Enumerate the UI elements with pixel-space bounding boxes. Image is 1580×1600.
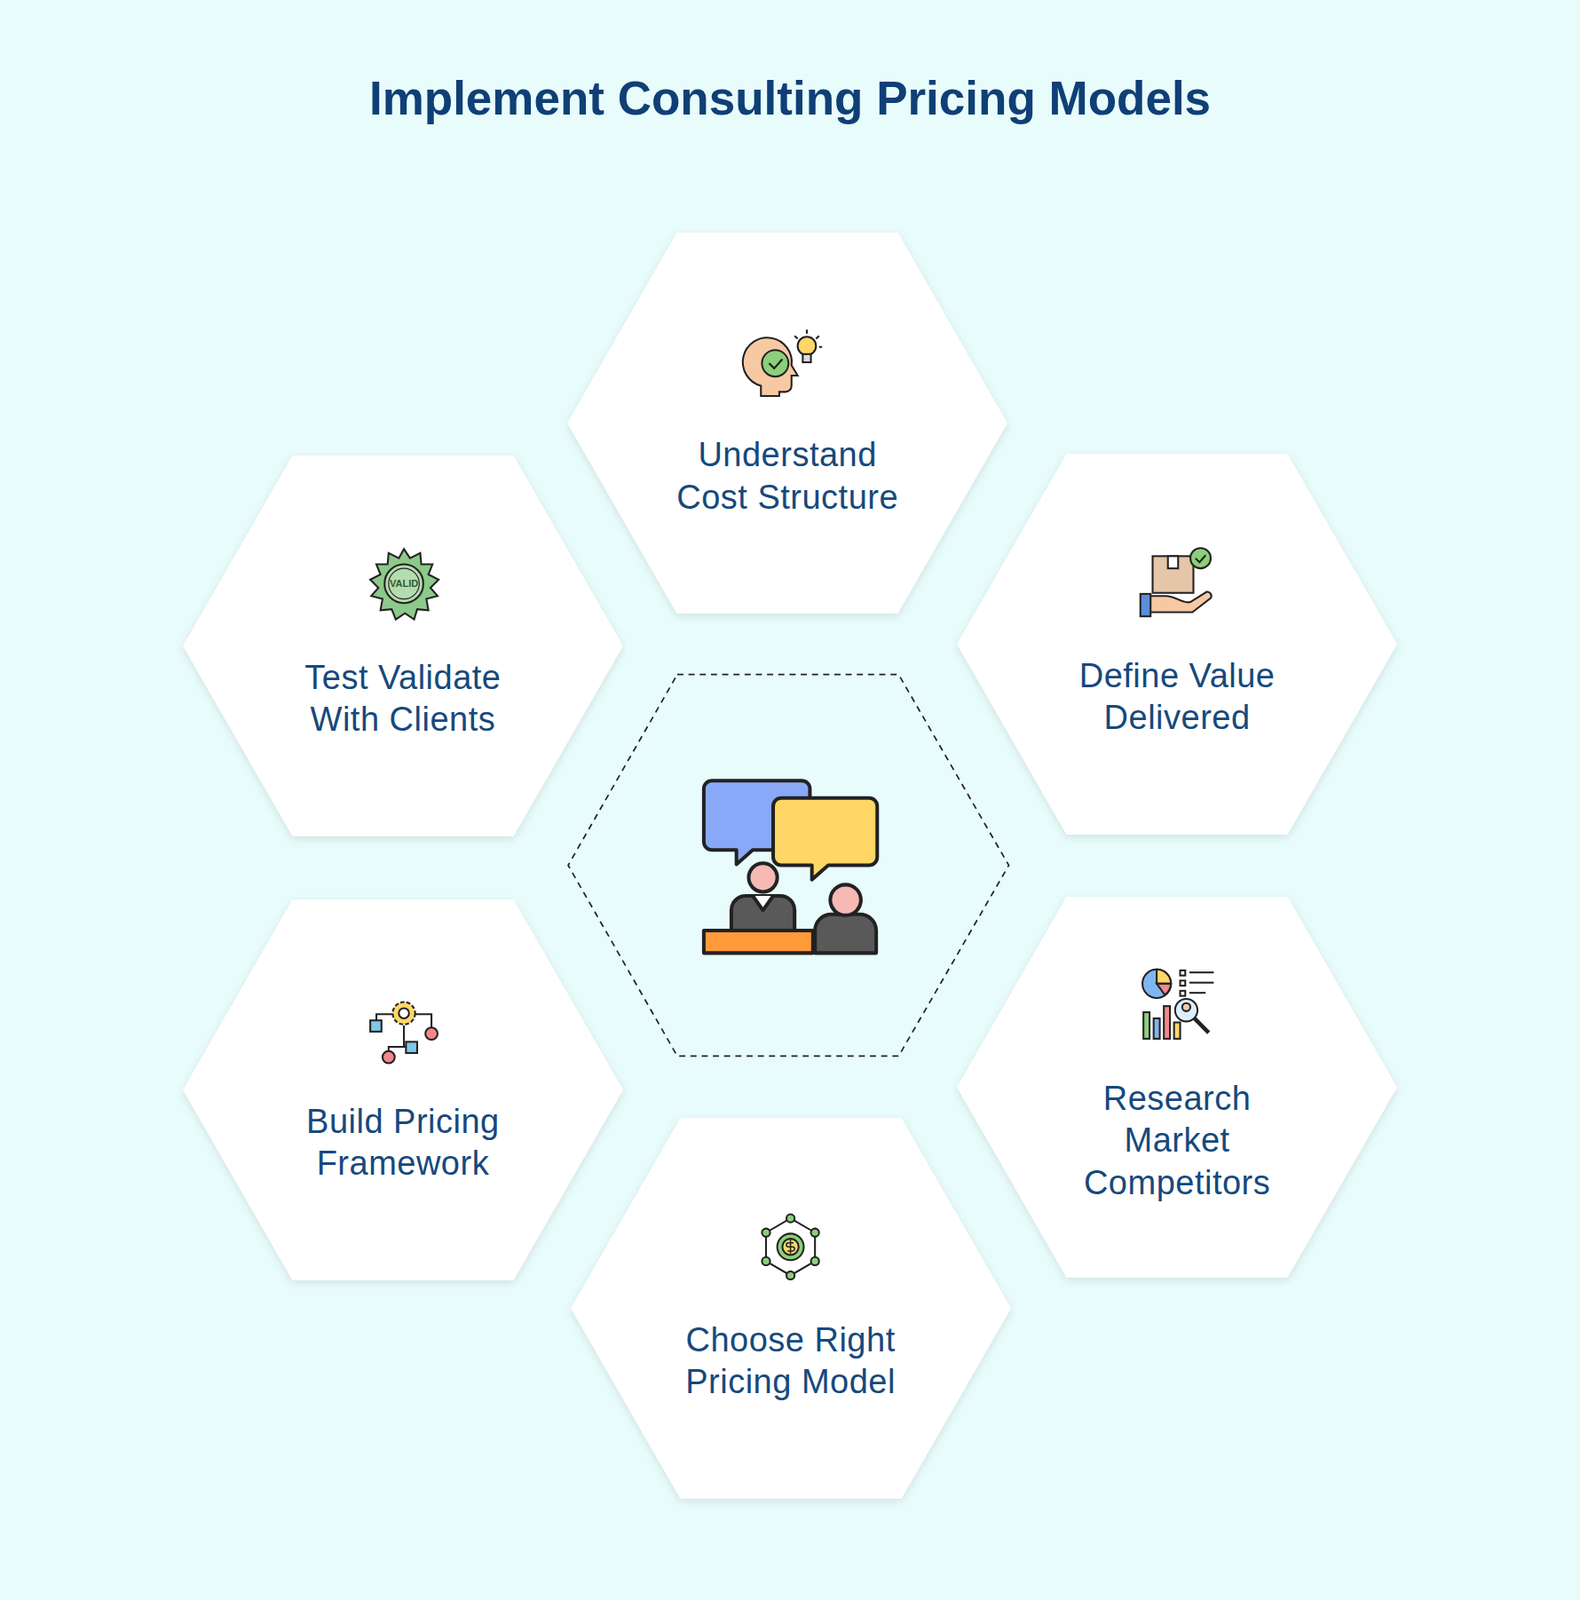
step-label: Define Value Delivered [1055, 655, 1300, 740]
pricing-network-icon [761, 1214, 819, 1280]
hexagon-shape [569, 1116, 1012, 1500]
delivery-icon [1140, 547, 1212, 617]
step-label: Choose Right Pricing Model [668, 1319, 913, 1404]
hexagon-step: Research Market Competitors [955, 895, 1399, 1279]
hexagon-shape [181, 454, 625, 838]
hexagon-outline [182, 455, 624, 837]
hexagon-outline [956, 896, 1398, 1278]
step-label: Build Pricing Framework [280, 1100, 525, 1185]
head-idea-icon [742, 329, 822, 396]
hexagon-step: Choose Right Pricing Model [569, 1116, 1012, 1500]
step-label: Research Market Competitors [1055, 1077, 1300, 1205]
hexagon-shape [181, 898, 625, 1281]
hexagon-outline [567, 232, 1008, 614]
hexagon-shape [566, 231, 1009, 615]
hexagon-outline [956, 453, 1398, 835]
hexagon-step: Build Pricing Framework [181, 898, 625, 1281]
badge-text: VALID [389, 577, 419, 589]
hexagon-outline [570, 1117, 1012, 1499]
hexagon-shape [955, 452, 1399, 836]
hexagon-step: Define Value Delivered [955, 452, 1399, 836]
research-icon [1142, 969, 1214, 1039]
step-label: Test Validate With Clients [280, 656, 525, 742]
hexagon-outline [182, 899, 624, 1280]
hexagon-step: Test Validate With Clients [181, 454, 625, 838]
center-hexagon [568, 674, 1009, 1057]
valid-badge-icon [370, 548, 439, 619]
meeting-illustration [703, 780, 877, 953]
framework-icon [370, 1002, 438, 1064]
hexagon-step: Understand Cost Structure [566, 231, 1009, 615]
step-label: Understand Cost Structure [665, 434, 910, 519]
diagram-title: Implement Consulting Pricing Models [0, 71, 1580, 126]
